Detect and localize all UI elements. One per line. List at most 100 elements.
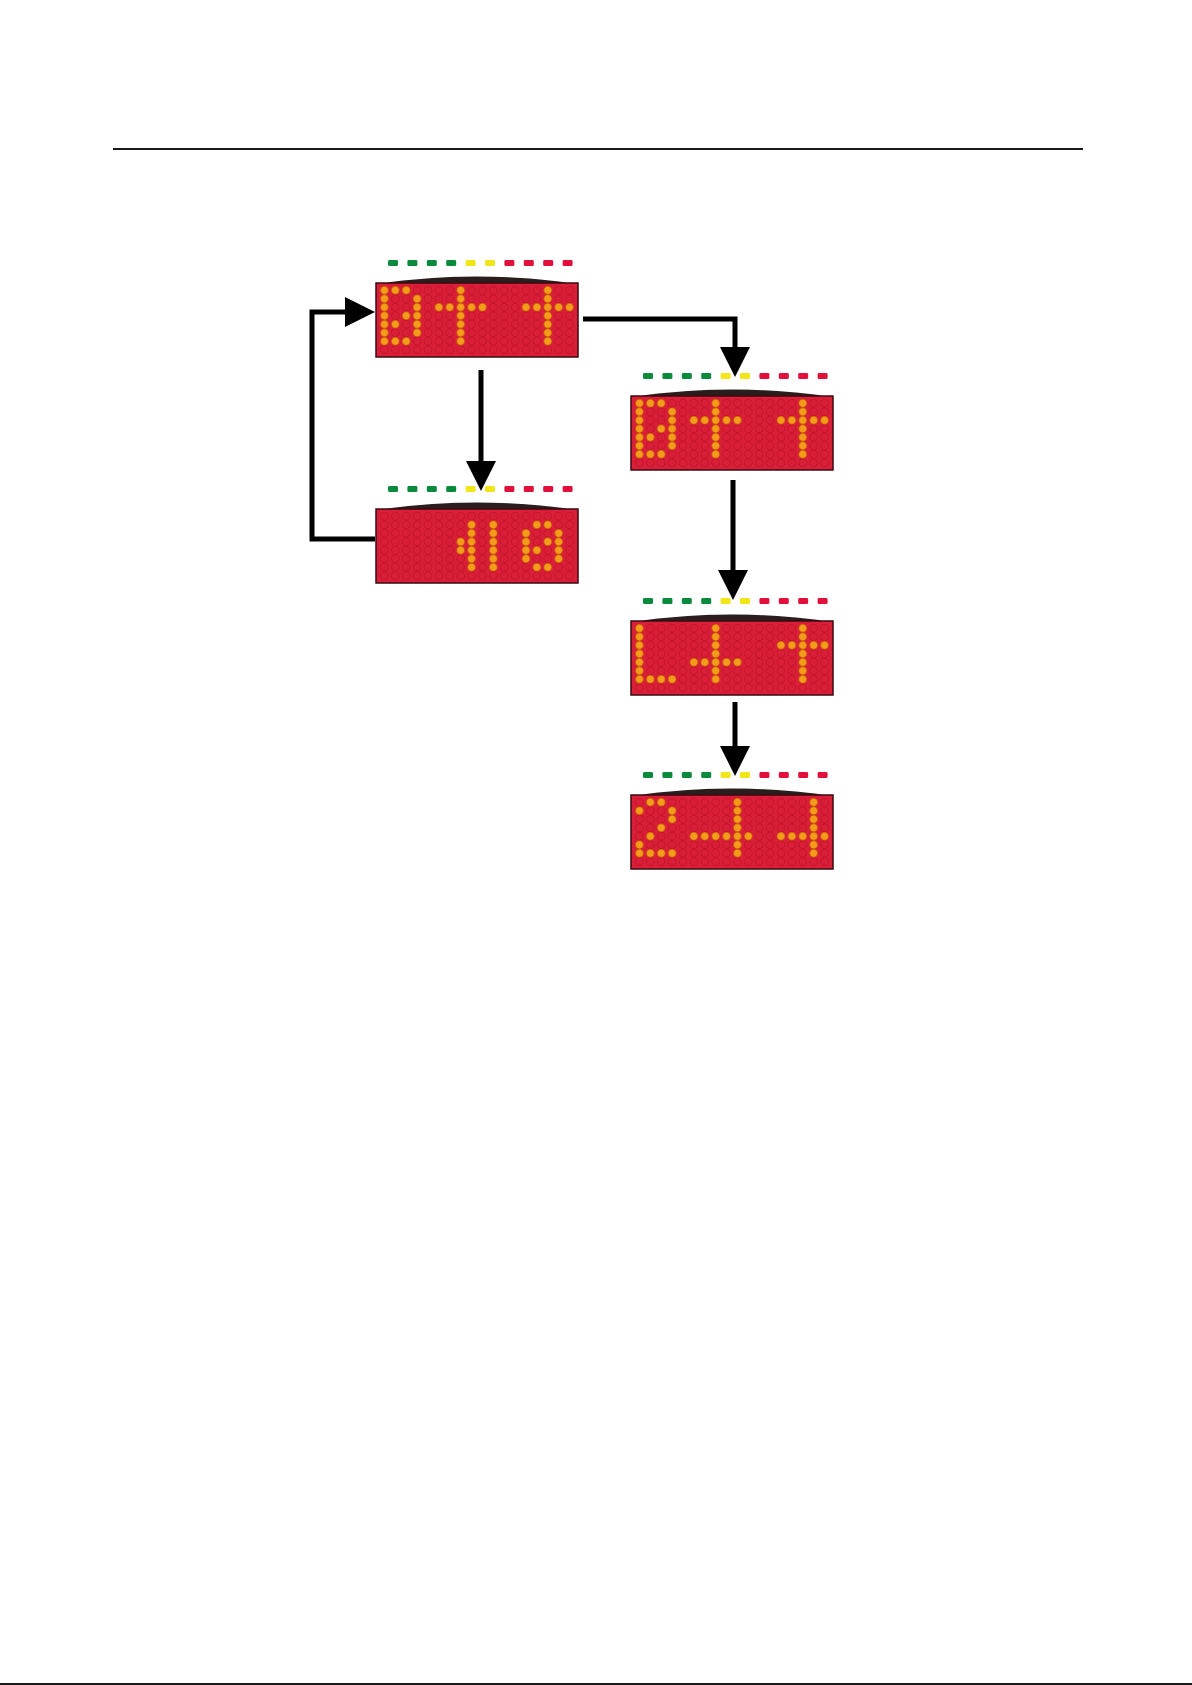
- led-dot-off: [468, 312, 476, 320]
- led-dot-off: [755, 633, 763, 641]
- led-dot-off: [744, 667, 752, 675]
- led-dot-off: [646, 442, 654, 450]
- led-dot-off: [701, 841, 709, 849]
- led-dot-on: [636, 641, 644, 649]
- led-dot-off: [755, 399, 763, 407]
- led-dot-off: [413, 546, 421, 554]
- led-dot-off: [690, 399, 698, 407]
- led-dot-off: [511, 555, 519, 563]
- led-dot-off: [690, 675, 698, 683]
- led-dot-off: [679, 858, 687, 866]
- led-dot-off: [734, 624, 742, 632]
- led-dot-off: [690, 459, 698, 467]
- led-dot-on: [544, 312, 552, 320]
- led-dot-on: [712, 633, 720, 641]
- led-dot-off: [646, 858, 654, 866]
- led-dot-off: [657, 858, 665, 866]
- led-dot-off: [500, 512, 508, 520]
- led-dot-on: [544, 295, 552, 303]
- led-dot-off: [755, 442, 763, 450]
- led-dot-off: [646, 425, 654, 433]
- led-dot-off: [712, 807, 720, 815]
- led-dot-on: [413, 295, 421, 303]
- led-dot-on: [646, 433, 654, 441]
- led-dot-off: [391, 529, 399, 537]
- led-dot-on: [555, 538, 563, 546]
- led-dot-off: [690, 624, 698, 632]
- led-dot-off: [435, 572, 443, 580]
- led-dot-off: [821, 858, 829, 866]
- led-dot-off: [712, 824, 720, 832]
- led-dot-off: [657, 832, 665, 840]
- led-dot-off: [636, 684, 644, 692]
- led-dot-off: [500, 546, 508, 554]
- led-dot-off: [402, 521, 410, 529]
- led-dot-on: [701, 832, 709, 840]
- led-dot-off: [522, 572, 530, 580]
- status-led-red: [779, 772, 789, 778]
- led-dot-off: [788, 624, 796, 632]
- led-dot-off: [734, 450, 742, 458]
- led-dot-off: [788, 399, 796, 407]
- led-dot-off: [690, 408, 698, 416]
- status-led-yellow: [485, 486, 495, 492]
- led-dot-off: [500, 538, 508, 546]
- led-dot-on: [636, 807, 644, 815]
- led-dot-on: [734, 849, 742, 857]
- led-dot-off: [468, 320, 476, 328]
- led-dot-off: [723, 408, 731, 416]
- led-dot-off: [668, 650, 676, 658]
- led-dot-on: [489, 563, 497, 571]
- arrow-loop-back: [312, 312, 375, 539]
- led-dot-off: [766, 815, 774, 823]
- led-dot-off: [777, 633, 785, 641]
- status-led-green: [701, 373, 711, 379]
- led-dot-off: [766, 667, 774, 675]
- led-dot-off: [435, 286, 443, 294]
- led-dot-off: [446, 286, 454, 294]
- led-dot-off: [701, 798, 709, 806]
- status-led-red: [543, 486, 553, 492]
- led-dot-off: [679, 684, 687, 692]
- status-led-green: [388, 260, 398, 266]
- led-dot-off: [544, 572, 552, 580]
- led-dot-on: [636, 667, 644, 675]
- led-dot-off: [679, 849, 687, 857]
- led-dot-off: [522, 312, 530, 320]
- led-dot-off: [435, 337, 443, 345]
- led-dot-off: [821, 624, 829, 632]
- led-dot-off: [821, 798, 829, 806]
- led-dot-on: [799, 425, 807, 433]
- led-dot-off: [744, 858, 752, 866]
- led-dot-off: [500, 529, 508, 537]
- led-dot-off: [734, 684, 742, 692]
- led-dot-off: [646, 807, 654, 815]
- led-dot-off: [788, 450, 796, 458]
- led-dot-off: [555, 512, 563, 520]
- led-dot-off: [566, 295, 574, 303]
- status-led-yellow: [740, 598, 750, 604]
- led-dot-off: [734, 641, 742, 649]
- led-dot-on: [522, 538, 530, 546]
- led-dot-off: [566, 512, 574, 520]
- led-dot-on: [668, 416, 676, 424]
- led-dot-off: [435, 320, 443, 328]
- led-dot-off: [810, 624, 818, 632]
- led-dot-off: [723, 807, 731, 815]
- led-dot-off: [457, 346, 465, 354]
- led-dot-off: [821, 433, 829, 441]
- status-led-green: [701, 772, 711, 778]
- led-dot-off: [799, 849, 807, 857]
- led-dot-off: [391, 295, 399, 303]
- led-dot-off: [489, 295, 497, 303]
- led-dot-off: [479, 555, 487, 563]
- led-dot-on: [555, 529, 563, 537]
- display-top-left: [376, 260, 578, 357]
- led-dot-off: [446, 295, 454, 303]
- led-dot-off: [457, 512, 465, 520]
- led-dot-off: [381, 346, 389, 354]
- led-dot-off: [712, 798, 720, 806]
- led-dot-off: [413, 286, 421, 294]
- led-dot-off: [511, 337, 519, 345]
- led-dot-on: [646, 798, 654, 806]
